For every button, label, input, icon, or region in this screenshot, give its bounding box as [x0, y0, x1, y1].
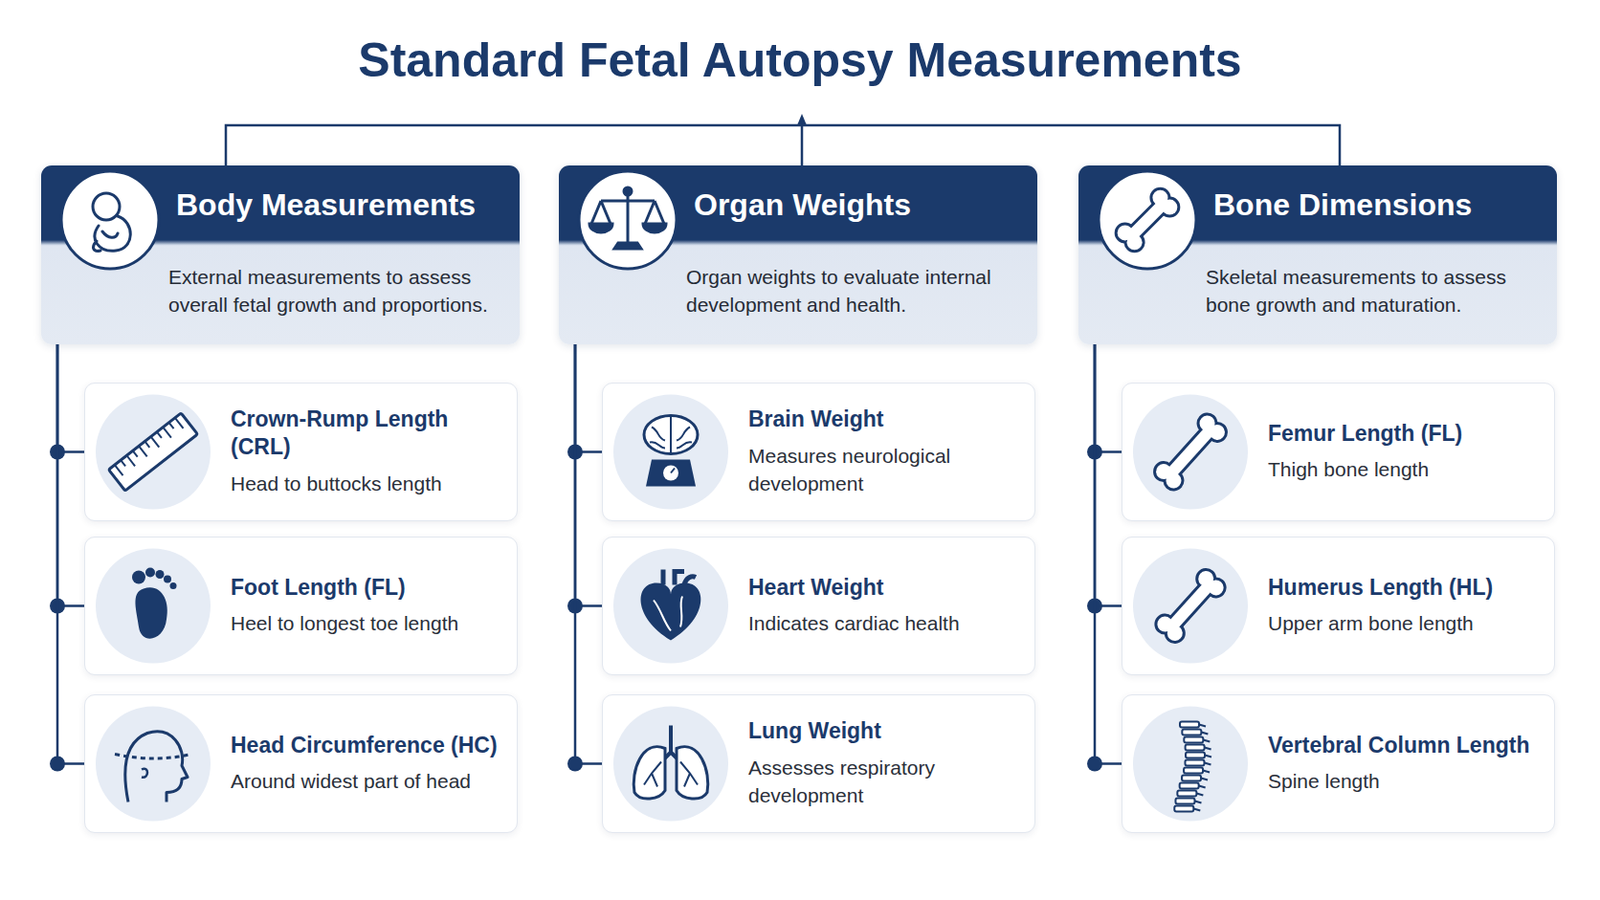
node-heading: Heart Weight [748, 574, 1025, 602]
measurement-card: Foot Length (FL) Heel to longest toe leng… [84, 536, 518, 676]
category-header: Bone DimensionsSkeletal measurements to … [1078, 165, 1557, 345]
measurement-card: Crown-Rump Length (CRL) Head to buttocks … [84, 382, 518, 522]
bracket-line [225, 125, 1340, 167]
connector-group [567, 344, 602, 773]
node-heading: Lung Weight [748, 717, 1025, 746]
baby-icon [61, 171, 159, 269]
measurement-card: Head Circumference (HC) Around widest par… [84, 694, 518, 834]
bone-icon [1098, 171, 1197, 269]
connector-dot [1087, 756, 1103, 773]
femur-icon [1133, 395, 1248, 511]
measurement-card: Lung WeightAssesses respiratory developm… [601, 694, 1036, 834]
node-heading: Bone Dimensions [1078, 165, 1557, 245]
tree-connector [1094, 344, 1122, 453]
category-header: Organ WeightsOrgan weights to evaluate i… [558, 165, 1038, 345]
tree-connector [57, 344, 85, 765]
measurement-card: Vertebral Column LengthSpine length [1121, 694, 1556, 834]
node-description: Skeletal measurements to assess bone gro… [1078, 244, 1557, 336]
category-header: Body MeasurementsExternal measurements t… [41, 165, 520, 345]
tree-connector [575, 344, 602, 607]
node-heading: Brain Weight [748, 405, 1025, 434]
connector-group [567, 344, 602, 461]
node-description: Thigh bone length [1267, 456, 1545, 485]
node-description: Assesses respiratory development [748, 755, 1025, 811]
measurement-card: Femur Length (FL) Thigh bone length [1121, 382, 1556, 522]
node-description: Head to buttocks length [230, 470, 508, 499]
connector-group [49, 344, 85, 615]
node-heading: Humerus Length (HL) [1267, 574, 1545, 602]
node-description: Spine length [1267, 768, 1545, 797]
bracket-tick [797, 113, 807, 126]
node-description: Around widest part of head [230, 768, 508, 797]
tree-connector [57, 344, 85, 453]
node-heading: Organ Weights [558, 165, 1038, 245]
node-heading: Foot Length (FL) [230, 574, 508, 602]
heart-icon [613, 549, 729, 665]
head-icon [95, 707, 211, 823]
tree-connector [575, 344, 602, 453]
ruler-icon [95, 395, 211, 511]
connector-dot [567, 756, 583, 773]
node-description: External measurements to assess overall … [41, 244, 520, 336]
connector-group [49, 344, 85, 773]
spine-icon [1133, 707, 1248, 823]
node-description: Indicates cardiac health [748, 610, 1025, 639]
node-description: Organ weights to evaluate internal devel… [558, 244, 1038, 336]
connector-group [1087, 344, 1122, 773]
node-heading: Vertebral Column Length [1267, 732, 1545, 760]
measurement-card: Brain WeightMeasures neurological develo… [601, 382, 1036, 522]
tree-connector [1094, 344, 1122, 765]
diagram-title: Standard Fetal Autopsy Measurements [0, 32, 1600, 89]
tree-connector [57, 344, 85, 607]
foot-icon [95, 549, 211, 665]
scales-icon [578, 171, 677, 269]
tree-connector [575, 344, 602, 765]
measurement-card: Heart WeightIndicates cardiac health [601, 536, 1036, 676]
node-description: Heel to longest toe length [230, 610, 508, 639]
connector-dot [49, 756, 66, 773]
connector-group [1087, 344, 1122, 461]
measurement-card: Humerus Length (HL) Upper arm bone length [1121, 536, 1556, 676]
humerus-icon [1133, 549, 1248, 665]
node-heading: Femur Length (FL) [1267, 420, 1545, 448]
node-heading: Head Circumference (HC) [230, 732, 508, 760]
connector-group [567, 344, 602, 615]
connector-group [1087, 344, 1122, 615]
node-description: Measures neurological development [748, 443, 1025, 499]
node-heading: Body Measurements [41, 165, 520, 245]
brain-icon [613, 395, 729, 511]
lungs-icon [613, 707, 729, 823]
node-heading: Crown-Rump Length (CRL) [230, 405, 508, 462]
tree-connector [1094, 344, 1122, 607]
connector-group [49, 344, 85, 461]
node-description: Upper arm bone length [1267, 610, 1545, 639]
